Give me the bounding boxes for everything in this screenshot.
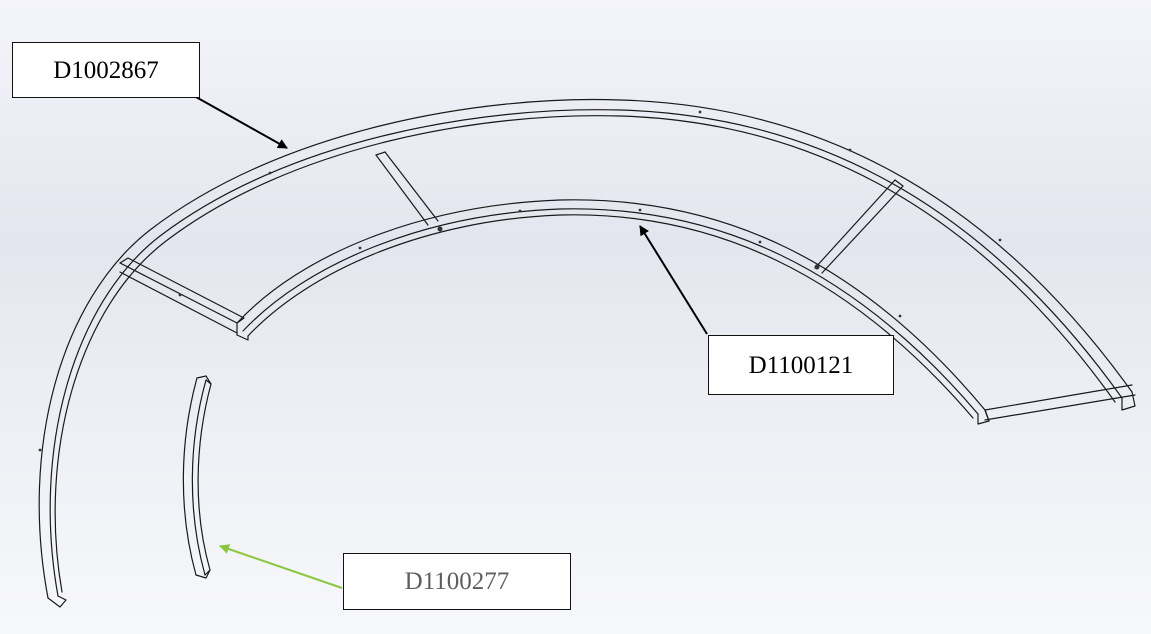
arrow-d1100277 xyxy=(219,544,343,589)
connector-bar-left xyxy=(119,257,245,334)
connector-bar-mid-right xyxy=(814,179,904,274)
callout-text-d1100277: D1100277 xyxy=(404,568,510,595)
inner-arc xyxy=(236,199,990,425)
bolt-holes xyxy=(38,110,1002,452)
arrow-d1100121 xyxy=(639,225,708,335)
outer-arc xyxy=(38,98,1136,608)
callout-text-d1100121: D1100121 xyxy=(748,351,854,379)
callout-text-d1002867: D1002867 xyxy=(53,56,159,84)
connector-bar-mid-left xyxy=(375,151,439,226)
arrow-d1002867 xyxy=(195,96,288,149)
callout-label-d1100277: D1100277 xyxy=(343,553,571,610)
callout-label-d1002867: D1002867 xyxy=(12,42,200,98)
small-arc-piece xyxy=(182,375,212,579)
callout-label-d1100121: D1100121 xyxy=(708,335,894,395)
connector-bar-right xyxy=(984,384,1136,422)
